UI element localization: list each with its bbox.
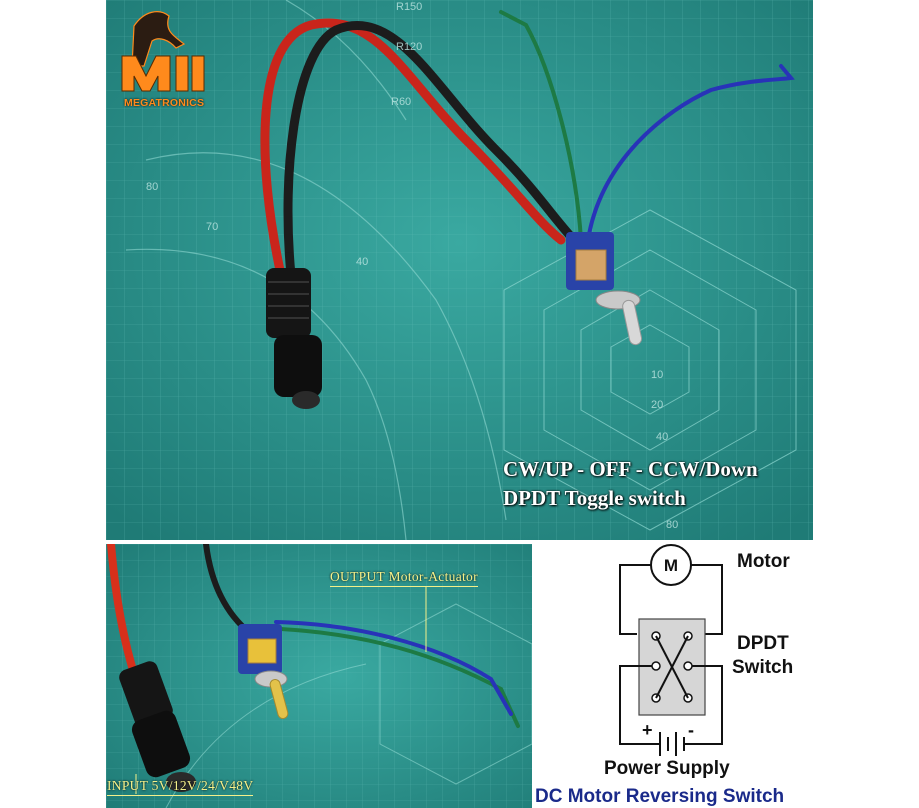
logo-text: MEGATRONICS	[124, 97, 205, 109]
megatronics-logo-icon	[121, 11, 205, 92]
svg-text:R150: R150	[396, 1, 422, 13]
battery-symbol	[642, 732, 702, 756]
black-wire	[283, 21, 579, 280]
svg-text:R60: R60	[391, 96, 411, 108]
switch-label-line2: Switch	[732, 657, 794, 678]
product-caption: DPDT Toggle switch	[503, 486, 686, 510]
bottom-photo-scene	[106, 544, 532, 808]
blue-wire	[274, 620, 513, 716]
green-wire	[499, 10, 583, 242]
power-supply-label: Power Supply	[604, 758, 730, 779]
svg-text:80: 80	[146, 181, 158, 193]
input-label: INPUT 5V/12V/24/V48V	[107, 778, 254, 796]
dc-jack	[266, 268, 322, 409]
motor-letter: M	[664, 556, 678, 575]
top-photo-scene: 80 70 40 10 20 40 80 R150 R120 R60	[106, 0, 813, 540]
svg-text:80: 80	[666, 519, 678, 531]
battery-minus: -	[688, 720, 694, 740]
svg-text:40: 40	[356, 256, 368, 268]
mat-hexagons	[503, 209, 797, 531]
dc-jack	[119, 661, 196, 792]
top-product-photo: 80 70 40 10 20 40 80 R150 R120 R60 MEGAT…	[106, 0, 813, 540]
svg-text:R120: R120	[396, 41, 422, 53]
svg-text:70: 70	[206, 221, 218, 233]
mode-caption: CW/UP - OFF - CCW/Down	[503, 457, 758, 481]
wiring-diagram: M Motor DPDT Switch + - Power Supply DC …	[532, 544, 814, 808]
dpdt-toggle-switch	[566, 232, 643, 346]
svg-text:40: 40	[656, 431, 668, 443]
output-label: OUTPUT Motor-Actuator	[330, 569, 478, 587]
diagram-title: DC Motor Reversing Switch	[535, 786, 785, 807]
wiring-diagram-graphic: M	[619, 544, 723, 756]
bottom-wiring-photo: OUTPUT Motor-Actuator INPUT 5V/12V/24/V4…	[106, 544, 532, 808]
svg-text:20: 20	[651, 399, 663, 411]
svg-text:10: 10	[651, 369, 663, 381]
green-wire	[279, 627, 520, 728]
motor-wires	[619, 564, 723, 635]
switch-label-line1: DPDT	[737, 633, 789, 654]
blue-wire	[586, 64, 795, 242]
battery-plus: +	[642, 720, 653, 740]
dpdt-toggle-switch	[238, 624, 289, 719]
megatronics-logo: MEGATRONICS	[114, 6, 218, 109]
motor-label: Motor	[737, 551, 790, 572]
red-wire	[260, 18, 566, 280]
switch-crosslinks	[655, 635, 689, 699]
